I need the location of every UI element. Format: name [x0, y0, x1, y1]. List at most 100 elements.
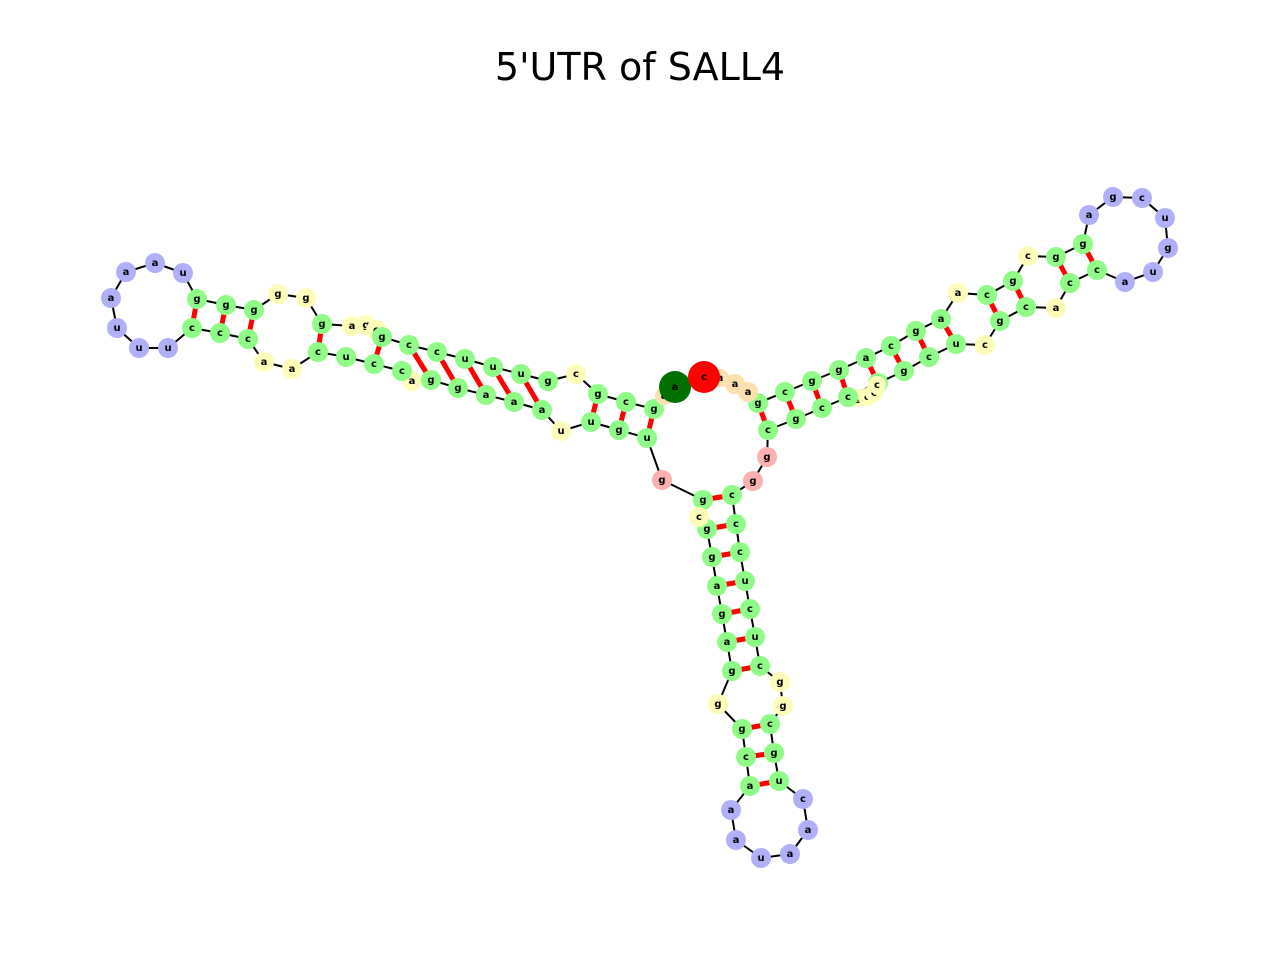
right-stem4-lower-nt-0-label: g: [792, 414, 799, 425]
left-hairpin-nt-0-circle: [173, 263, 193, 283]
left-stem1-upper-nt-0-label: g: [193, 294, 200, 305]
left-stem2-lower-nt-0: c: [364, 354, 384, 374]
bottom-iloop2-right-nt-0-label: g: [776, 677, 783, 688]
left-stem1-upper-nt-1: g: [216, 295, 236, 315]
left-stem2-upper-nt-3-circle: [455, 349, 475, 369]
bottom-stem2-right-nt-2: u: [769, 771, 789, 791]
left-stem2-upper-nt-0-circle: [372, 327, 392, 347]
right-iloop2-lower-nt-0-circle: [975, 335, 995, 355]
bottom-hairpin-nt-2: u: [751, 848, 771, 868]
left-stem1-upper-nt-0: g: [187, 289, 207, 309]
left-stem3-upper-nt-0: g: [588, 384, 608, 404]
bottom-stem1-right-nt-0-label: c: [729, 490, 735, 501]
bottom-stem1-left-nt-0: g: [693, 490, 713, 510]
bottom-iloop2-right-nt-1-circle: [773, 696, 793, 716]
left-stem2-upper-nt-0-label: g: [378, 332, 385, 343]
bottom-stem2-left-nt-2-circle: [740, 776, 760, 796]
bottom-stem1-left-nt-3: a: [707, 576, 727, 596]
right-stem3-upper-nt-2-label: g: [912, 326, 919, 337]
left-stem1-lower-nt-1-label: c: [217, 328, 223, 339]
right-stem2-upper-nt-1-circle: [977, 285, 997, 305]
multiloop-nt-0: g: [652, 470, 672, 490]
left-stem2-upper-nt-2-circle: [427, 342, 447, 362]
left-iloop1-lower-nt-0: a: [282, 359, 302, 379]
left-stem3-lower-nt-1-label: g: [615, 425, 622, 436]
bottom-stem2-left-nt-1-circle: [736, 747, 756, 767]
bottom-stem1-left-nt-1-label: g: [703, 524, 710, 535]
right-stem4-lower-nt-x-circle: [758, 420, 778, 440]
left-stem1-upper-nt-3-label: g: [318, 319, 325, 330]
right-iloop2-lower-nt-0-label: c: [982, 340, 988, 351]
bottom-stem1-right-nt-4: c: [740, 599, 760, 619]
left-stem2-upper-nt-2-label: c: [434, 347, 440, 358]
right-stem1-lower-nt-1-label: c: [1094, 265, 1100, 276]
left-stem1-lower-nt-3-label: c: [315, 347, 321, 358]
figure-title: 5'UTR of SALL4: [495, 45, 785, 89]
bottom-stem1-right-nt-6-label: c: [757, 661, 763, 672]
right-iloop1-lower-nt-0-circle: [1046, 298, 1066, 318]
left-hairpin-nt-0: u: [173, 263, 193, 283]
left-stem1-lower-nt-0: c: [182, 318, 202, 338]
right-stem3-upper-nt-1: c: [881, 336, 901, 356]
bottom-stem1-left-nt-2-label: g: [708, 552, 715, 563]
left-stem2-upper-nt-4: g: [538, 371, 558, 391]
five-prime-end-nt: a: [659, 371, 691, 403]
right-iloop3-nt-3-label: c: [871, 388, 877, 399]
right-stem3-lower-nt-1-label: g: [900, 366, 907, 377]
bottom-stem1-left-nt-2-circle: [702, 547, 722, 567]
bottom-stem2-right-nt-0-label: c: [767, 719, 773, 730]
left-stem2-upper-nt-1-circle: [399, 335, 419, 355]
right-stem3-upper-nt-3: a: [931, 309, 951, 329]
right-hairpin-nt-3-circle: [1155, 208, 1175, 228]
bottom-stem1-right-nt-5-label: u: [751, 632, 758, 643]
left-stem2-lower-nt-3-circle: [476, 385, 496, 405]
bottom-stem1-right-nt-2-circle: [730, 542, 750, 562]
right-stem3-lower-nt-3-circle: [946, 334, 966, 354]
right-stem4-lower-nt-2-circle: [838, 387, 858, 407]
left-hairpin-nt-2-circle: [116, 262, 136, 282]
left-stem2-lower-nt-y0: a: [504, 392, 524, 412]
left-iloop1-lower-nt-0-circle: [282, 359, 302, 379]
bottom-hairpin-nt-1: a: [726, 830, 746, 850]
bottom-stem2-left-nt-0-circle: [732, 719, 752, 739]
right-stem3-upper-nt-0-label: a: [863, 353, 870, 364]
right-stem2-upper-nt-0-label: g: [1009, 276, 1016, 287]
right-stem2-lower-nt-1-circle: [990, 311, 1010, 331]
five-prime-end-nt-circle: [659, 371, 691, 403]
right-stem4-lower-nt-2: c: [838, 387, 858, 407]
left-iloop1-upper-nt-1: g: [296, 288, 316, 308]
right-stem2-lower-nt-1: g: [990, 311, 1010, 331]
right-stem2-upper-nt-1-label: c: [984, 290, 990, 301]
right-stem2-lower-nt-0-label: c: [1023, 302, 1029, 313]
right-hairpin-nt-1: g: [1103, 187, 1123, 207]
right-hairpin-nt-0: a: [1079, 205, 1099, 225]
right-iloop1-lower-nt-0-label: a: [1053, 303, 1060, 314]
right-stem4-upper-nt-2-label: g: [835, 365, 842, 376]
right-stem1-lower-nt-1-circle: [1087, 260, 1107, 280]
left-stem1-upper-nt-1-circle: [216, 295, 236, 315]
left-stem2-upper-nt-x1: u: [511, 364, 531, 384]
bottom-stem1-right-nt-1-circle: [726, 514, 746, 534]
right-stem1-lower-nt-1: c: [1087, 260, 1107, 280]
right-stem3-upper-nt-2: g: [906, 321, 926, 341]
left-stem2-lower-nt-x1-circle: [392, 361, 412, 381]
left-stem2-lower-nt-y0-circle: [504, 392, 524, 412]
left-stem2-upper-nt-3: u: [455, 349, 475, 369]
right-stem1-lower-nt-0-circle: [1060, 273, 1080, 293]
left-stem3-lower-nt-0: u: [581, 412, 601, 432]
right-stem1-upper-nt-0-circle: [1046, 247, 1066, 267]
left-hairpin-nt-5-label: u: [135, 343, 142, 354]
left-iloop1-lower-nt-0-label: a: [289, 364, 296, 375]
right-stem2-lower-nt-0-circle: [1016, 297, 1036, 317]
left-iloop3-lower-nt-0: u: [551, 421, 571, 441]
right-stem2-lower-nt-0: c: [1016, 297, 1036, 317]
right-iloop3-nt-1-label: g: [854, 393, 861, 404]
left-iloop1-upper-nt-0-circle: [268, 284, 288, 304]
left-hairpin-nt-4-circle: [107, 318, 127, 338]
left-stem1-lower-nt-3-circle: [308, 342, 328, 362]
right-iloop1-upper-nt-0-circle: [1018, 246, 1038, 266]
multiloop-nt-1: g: [743, 471, 763, 491]
right-stem3-lower-nt-1-circle: [894, 361, 914, 381]
bottom-hairpin-nt-1-label: a: [733, 835, 740, 846]
right-stem3-lower-nt-1: g: [894, 361, 914, 381]
